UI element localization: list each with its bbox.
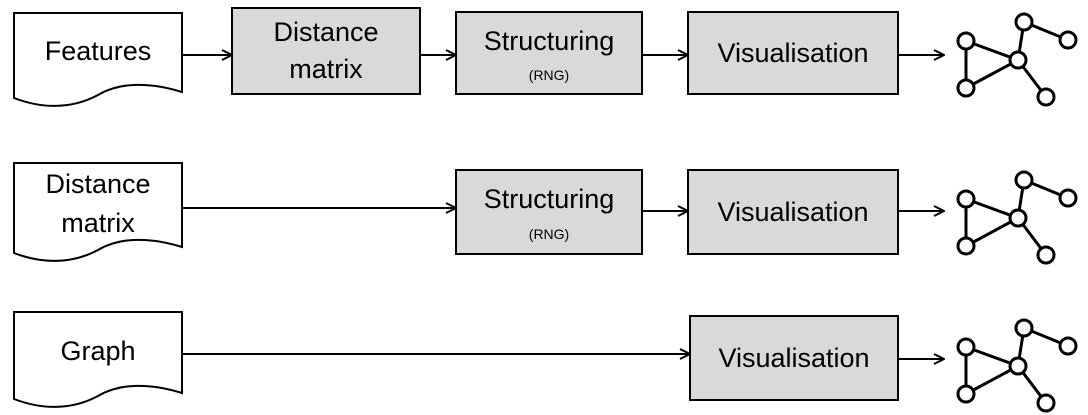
step-structuring: Structuring (RNG) bbox=[455, 169, 643, 255]
step-label: Visualisation bbox=[718, 343, 869, 373]
step-label: Visualisation bbox=[717, 197, 868, 227]
step-visualisation: Visualisation bbox=[687, 11, 899, 95]
pipeline-row-1: Features Distance matrix Structuring (RN… bbox=[13, 7, 1078, 107]
step-visualisation: Visualisation bbox=[687, 169, 899, 255]
step-distance-matrix: Distance matrix bbox=[231, 7, 421, 95]
step-label: Visualisation bbox=[717, 38, 868, 68]
input-label: Distance bbox=[45, 169, 150, 199]
input-document-features: Features bbox=[13, 12, 183, 107]
graph-icon bbox=[956, 170, 1078, 265]
step-sublabel: (RNG) bbox=[529, 226, 569, 242]
step-visualisation: Visualisation bbox=[689, 315, 899, 401]
step-sublabel: (RNG) bbox=[529, 67, 569, 83]
step-label: Structuring bbox=[484, 184, 615, 214]
input-label: Graph bbox=[60, 336, 135, 366]
graph-icon bbox=[956, 318, 1078, 413]
pipeline-row-3: Graph Visualisation bbox=[13, 311, 1078, 413]
step-label: Structuring bbox=[484, 26, 615, 56]
step-label: Distance bbox=[273, 17, 378, 47]
step-label: matrix bbox=[289, 54, 363, 84]
input-document-graph: Graph bbox=[13, 311, 183, 408]
input-document-distance-matrix: Distance matrix bbox=[13, 162, 183, 262]
input-label: matrix bbox=[61, 208, 135, 238]
graph-icon bbox=[956, 12, 1078, 107]
step-structuring: Structuring (RNG) bbox=[455, 11, 643, 95]
input-label: Features bbox=[45, 36, 152, 66]
pipeline-row-2: Distance matrix Structuring (RNG) Visual… bbox=[13, 162, 1078, 265]
